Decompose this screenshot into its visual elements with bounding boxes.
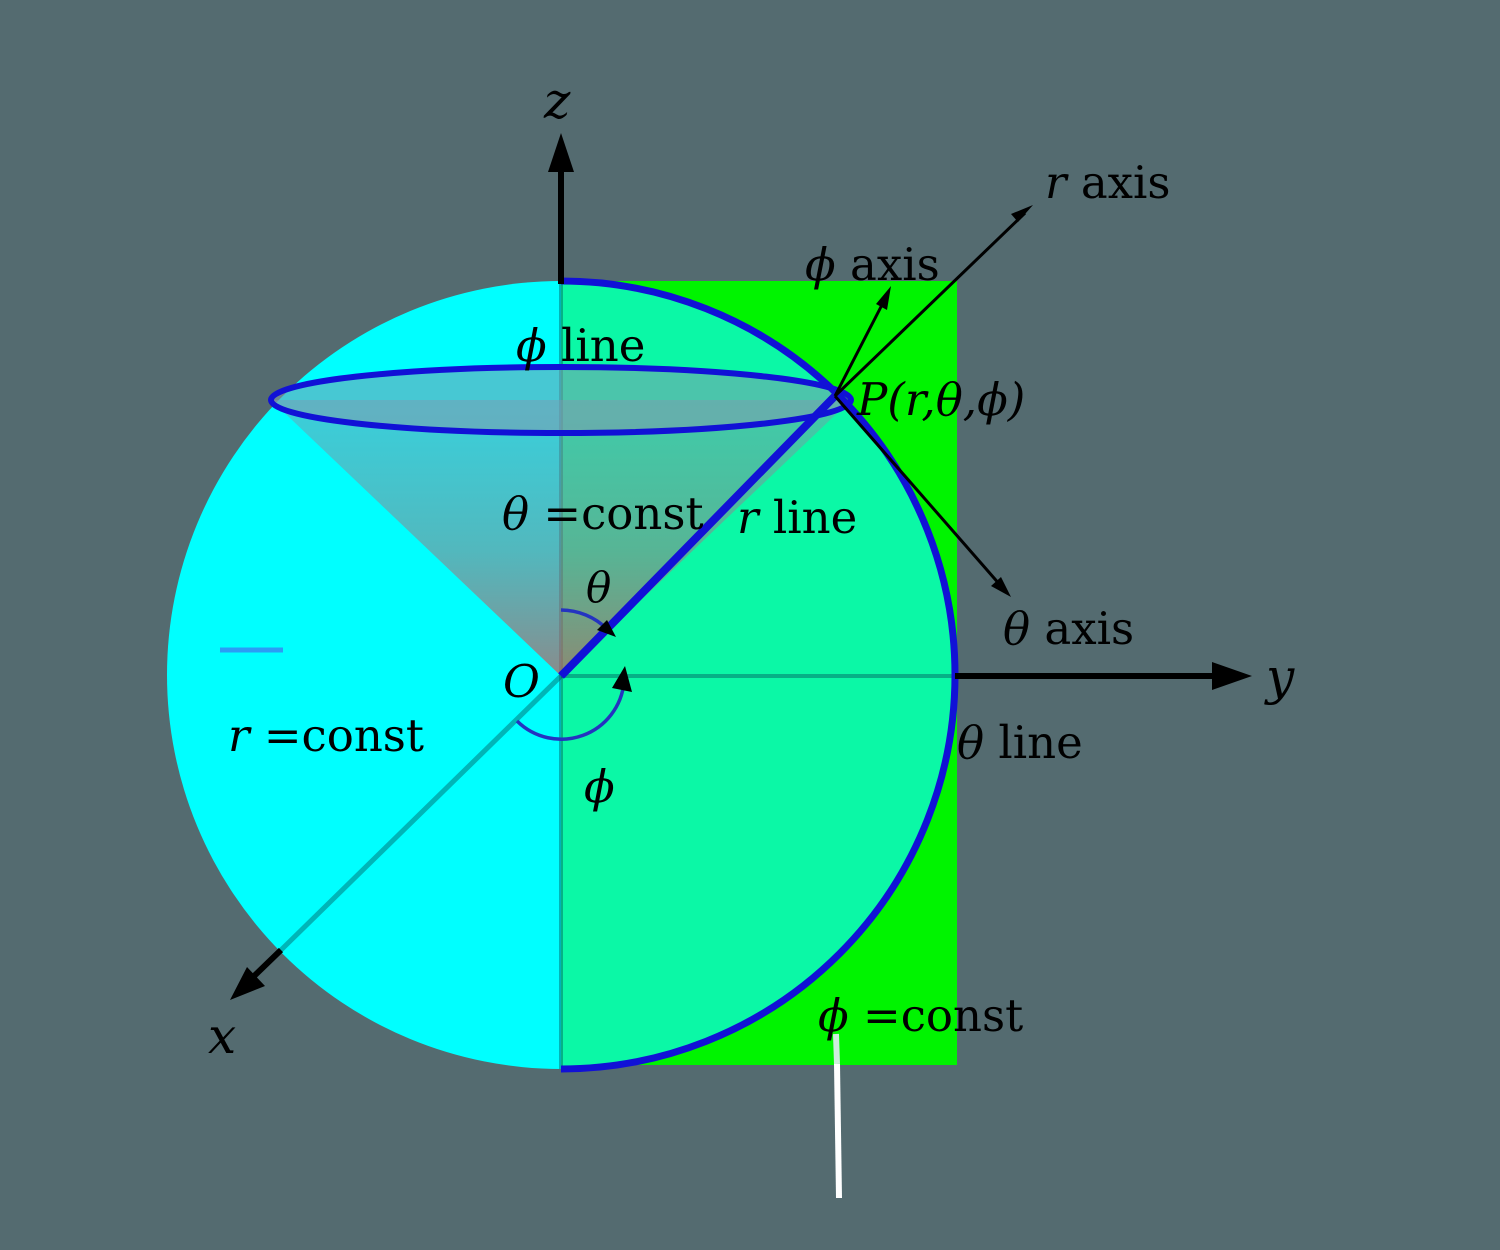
phi-const-marker-upper <box>833 1033 840 1065</box>
point-p-label: P(r,θ,ϕ) <box>856 373 1025 426</box>
theta-axis-arrowhead-icon <box>991 577 1011 597</box>
phi-line-circle <box>268 364 854 436</box>
r-axis-arrow <box>833 211 1027 398</box>
phi-angle-arc <box>515 681 626 741</box>
theta-angle-arrowhead-icon <box>597 620 616 637</box>
theta-axis-label: θ axis <box>1003 602 1134 655</box>
x-axis-inside-sphere <box>279 674 563 952</box>
theta-const-label: θ =const <box>502 487 704 540</box>
r-const-label: r =const <box>228 709 424 762</box>
phi-angle-arrowhead-icon <box>612 666 632 692</box>
theta-angle-label: θ <box>586 563 611 612</box>
phi-angle-label: ϕ <box>584 760 615 813</box>
r-axis-arrowhead-icon <box>1011 205 1033 222</box>
y-axis-arrowhead-icon <box>1212 662 1252 690</box>
x-axis-label: x <box>208 1007 236 1065</box>
phi-const-marker-line <box>834 1063 842 1199</box>
theta-line-meridian <box>560 277 959 1073</box>
phi-axis-arrow <box>833 298 887 397</box>
x-axis-line <box>247 947 284 983</box>
r-axis-label: r axis <box>1045 156 1171 209</box>
theta-axis-arrow <box>833 395 1003 587</box>
z-axis-arrowhead-icon <box>548 133 574 172</box>
r-line-label: r line <box>737 491 857 544</box>
phi-const-label: ϕ =const <box>818 989 1023 1042</box>
x-axis-arrowhead-icon <box>230 967 265 1000</box>
phi-axis-label: ϕ axis <box>805 238 940 291</box>
phi-axis-arrowhead-icon <box>876 286 891 310</box>
theta-const-cone <box>271 400 851 676</box>
theta-line-label: θ line <box>957 716 1083 769</box>
z-axis-label: z <box>543 72 571 130</box>
origin-label: O <box>503 655 540 708</box>
phi-line-label: ϕ line <box>516 319 645 372</box>
y-axis-label: y <box>1264 648 1295 706</box>
